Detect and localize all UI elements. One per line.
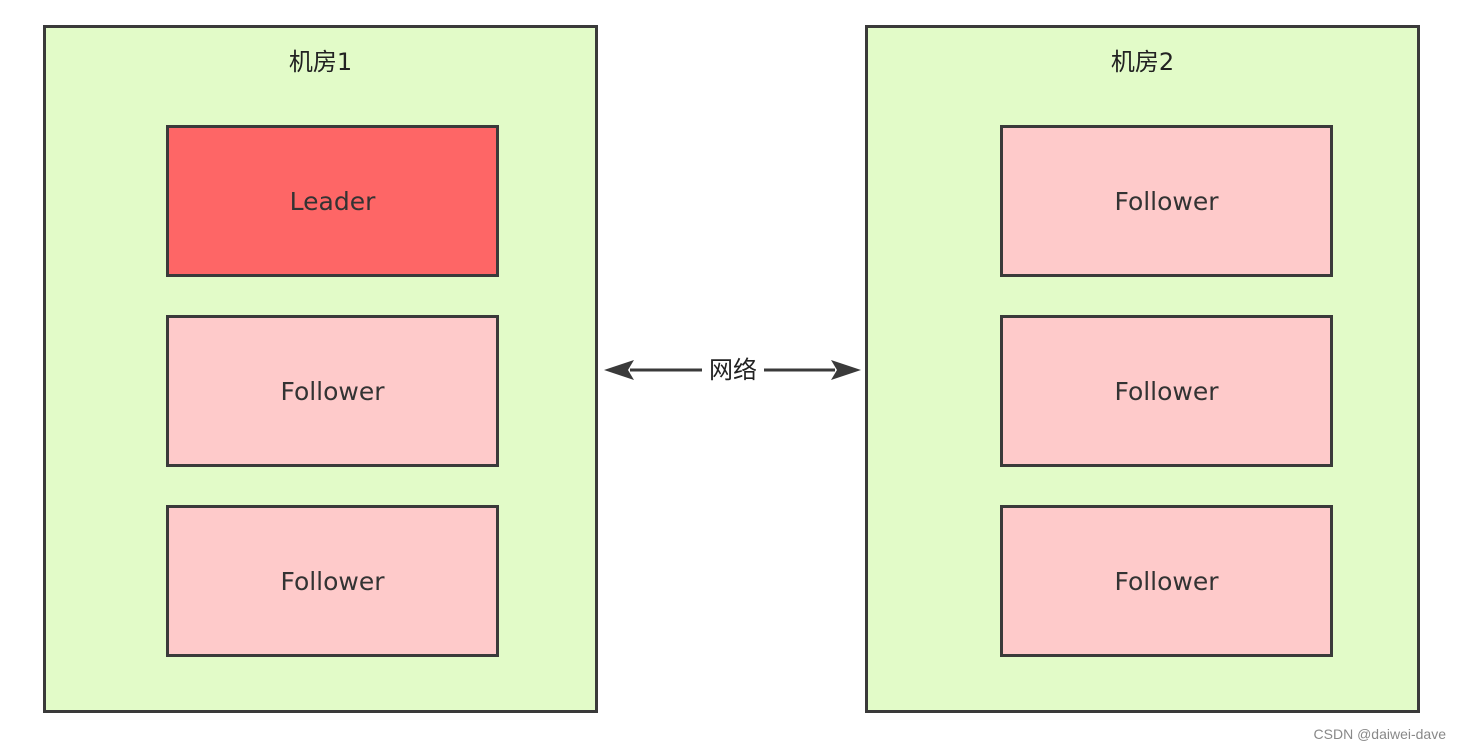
network-link-label: 网络 — [702, 355, 764, 385]
leader-node: Leader — [166, 125, 499, 277]
arrowhead-left-icon — [604, 360, 634, 380]
datacenter-2: 机房2 Follower Follower Follower — [865, 25, 1420, 713]
follower-node: Follower — [1000, 315, 1333, 467]
follower-node: Follower — [1000, 125, 1333, 277]
follower-node: Follower — [166, 505, 499, 657]
datacenter-1: 机房1 Leader Follower Follower — [43, 25, 598, 713]
datacenter-title: 机房2 — [1110, 48, 1175, 76]
follower-node: Follower — [1000, 505, 1333, 657]
follower-node: Follower — [166, 315, 499, 467]
watermark: CSDN @daiwei-dave — [1313, 726, 1446, 742]
datacenter-title: 机房1 — [288, 48, 353, 76]
arrowhead-right-icon — [831, 360, 861, 380]
